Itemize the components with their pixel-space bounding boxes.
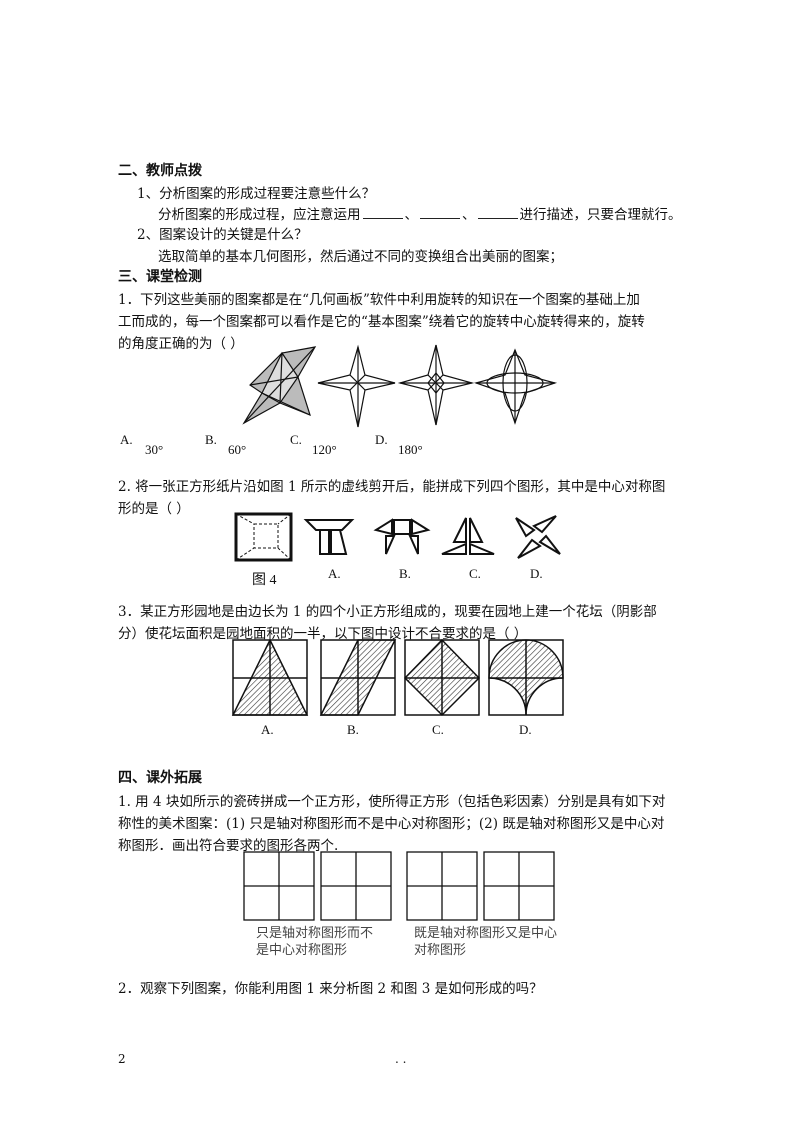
- tile-grid-4: [483, 851, 555, 921]
- cut-figure-b: [373, 518, 431, 555]
- problem-3-line-1: 3．某正方形园地是由边长为 1 的四个小正方形组成的，现要在园地上建一个花坛（阴…: [118, 604, 657, 620]
- footer-dots: . .: [395, 1052, 407, 1066]
- cut-option-a[interactable]: A.: [328, 566, 341, 581]
- answer-1-prefix: 分析图案的形成过程，应注意运用: [158, 207, 361, 223]
- cut-figure-d: [515, 515, 561, 559]
- answer-2: 选取简单的基本几何图形，然后通过不同的变换组合出美丽的图案；: [158, 249, 563, 265]
- figure-4-square: [234, 512, 293, 562]
- garden-c: [403, 638, 481, 717]
- garden-d: [488, 639, 564, 716]
- extension-1-line-3: 称图形．画出符合要求的图形各两个.: [118, 838, 339, 854]
- option-b-letter[interactable]: B.: [205, 432, 217, 447]
- cut-figure-a: [303, 519, 355, 555]
- garden-figures: [231, 638, 564, 717]
- section-2-heading: 二、教师点拨: [118, 163, 202, 179]
- problem-2-line-1: 2. 将一张正方形纸片沿如图 1 所示的虚线剪开后，能拼成下列四个图形，其中是中…: [118, 479, 666, 495]
- separator: 、: [462, 207, 476, 223]
- option-d-value: 180°: [398, 442, 423, 457]
- problem-1-line-2: 工而成的，每一个图案都可以看作是它的“基本图案”绕着它的旋转中心旋转得来的，旋转: [118, 314, 645, 330]
- caption-axial-only: 只是轴对称图形而不是中心对称图形: [256, 926, 374, 958]
- cut-figure-c: [441, 517, 495, 555]
- star-figure-a: [242, 346, 317, 425]
- question-2: 2、图案设计的关键是什么？: [137, 227, 308, 243]
- star-figure-b: [317, 344, 396, 428]
- caption-axial-and-central: 既是轴对称图形又是中心对称图形: [414, 926, 558, 958]
- garden-b: [319, 639, 397, 716]
- figure-4-label: 图 4: [252, 573, 277, 588]
- cut-option-c[interactable]: C.: [469, 566, 481, 581]
- option-a-letter[interactable]: A.: [120, 432, 133, 447]
- section-3-heading: 三、课堂检测: [118, 269, 202, 285]
- problem-2-line-2: 形的是（ ）: [118, 501, 190, 517]
- blank-3[interactable]: [477, 204, 518, 219]
- tile-grids: [243, 851, 555, 921]
- separator: 、: [404, 207, 419, 223]
- tile-grid-1: [243, 851, 315, 921]
- problem-1-line-1: 1．下列这些美丽的图案都是在“几何画板”软件中利用旋转的知识在一个图案的基础上加: [118, 292, 640, 308]
- paper-cut-figures: [234, 512, 561, 562]
- option-d-letter[interactable]: D.: [375, 432, 388, 447]
- blank-1[interactable]: [362, 204, 403, 219]
- extension-1-line-1: 1. 用 4 块如所示的瓷砖拼成一个正方形，使所得正方形（包括色彩因素）分别是具…: [118, 794, 666, 810]
- tile-grid-3: [406, 851, 478, 921]
- page-number: 2: [118, 1052, 126, 1066]
- question-1: 1、分析图案的形成过程要注意些什么？: [137, 186, 376, 202]
- blank-2[interactable]: [420, 204, 460, 219]
- answer-1: 分析图案的形成过程，应注意运用 、 、 进行描述，只要合理就行。: [158, 203, 682, 223]
- garden-option-a[interactable]: A.: [261, 722, 274, 737]
- option-c-value: 120°: [312, 442, 337, 457]
- star-figure-d: [473, 348, 558, 425]
- star-figures: [242, 344, 558, 428]
- cut-option-d[interactable]: D.: [530, 566, 543, 581]
- garden-option-b[interactable]: B.: [347, 722, 359, 737]
- section-4-heading: 四、课外拓展: [118, 770, 202, 786]
- option-c-letter[interactable]: C.: [290, 432, 302, 447]
- garden-a: [231, 638, 309, 716]
- option-b-value: 60°: [228, 442, 247, 457]
- answer-1-suffix: 进行描述，只要合理就行。: [519, 207, 682, 223]
- star-figure-c: [397, 344, 475, 426]
- extension-1-line-2: 称性的美术图案：(1) 只是轴对称图形而不是中心对称图形；(2) 既是轴对称图形…: [118, 816, 665, 832]
- extension-2: 2．观察下列图案，你能利用图 1 来分析图 2 和图 3 是如何形成的吗？: [118, 981, 543, 997]
- cut-option-b[interactable]: B.: [399, 566, 411, 581]
- garden-option-c[interactable]: C.: [432, 722, 444, 737]
- garden-option-d[interactable]: D.: [519, 722, 532, 737]
- problem-3-line-2: 分）使花坛面积是园地面积的一半，以下图中设计不合要求的是（ ）: [118, 626, 528, 642]
- tile-grid-2: [320, 851, 392, 921]
- problem-1-line-3: 的角度正确的为（ ）: [118, 336, 244, 352]
- option-a-value: 30°: [145, 442, 164, 457]
